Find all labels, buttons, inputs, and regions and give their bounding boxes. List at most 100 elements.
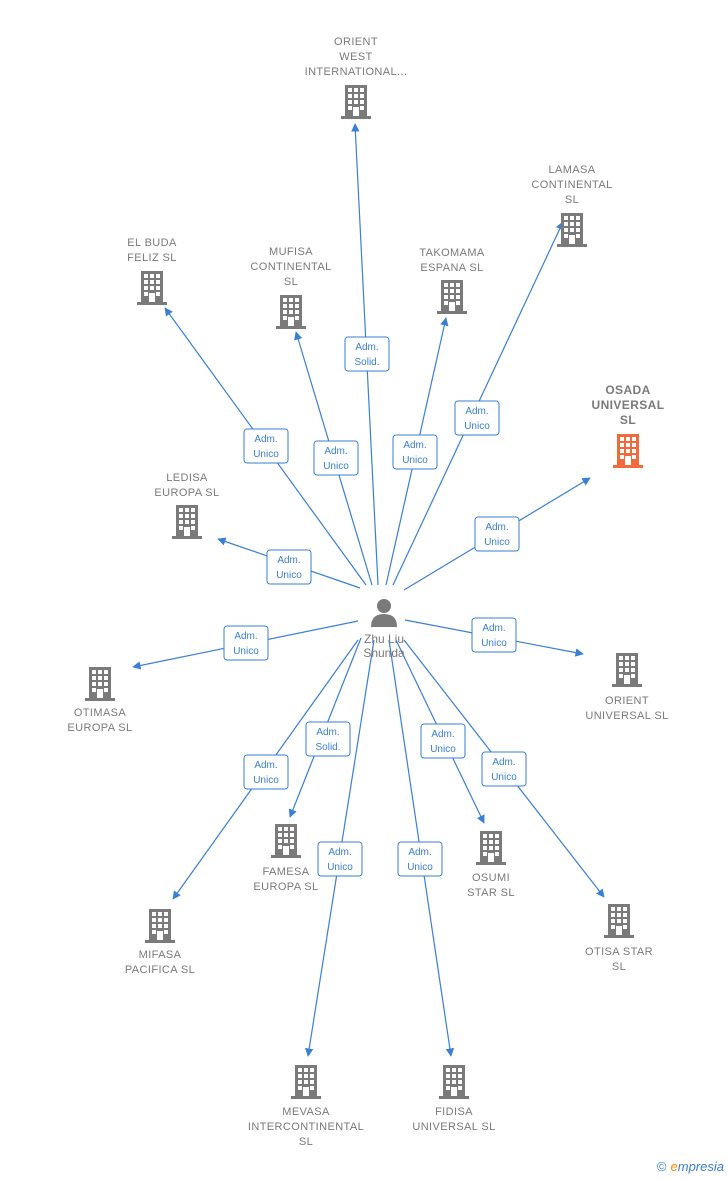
company-label: EUROPA SL <box>154 487 219 499</box>
company-label: MIFASA <box>139 949 182 961</box>
company-label: SL <box>612 961 626 973</box>
role-badge-mufisa[interactable]: Adm. Unico <box>313 440 359 476</box>
company-label: FIDISA <box>435 1106 473 1118</box>
company-node-orient-west[interactable]: ORIENTWESTINTERNATIONAL... <box>305 36 408 119</box>
company-label: FELIZ SL <box>127 252 177 264</box>
company-node-otisa[interactable]: OTISA STAR SL <box>585 904 653 973</box>
role-badge-otisa[interactable]: Adm.Unico <box>481 751 527 787</box>
role-badge-text: Unico <box>233 646 259 657</box>
role-badge-text: Unico <box>430 744 456 755</box>
role-badge-text: Adm. <box>482 623 505 634</box>
building-icon <box>612 653 642 687</box>
role-badge-text: Unico <box>407 862 433 873</box>
company-label: INTERCONTINENTAL <box>248 1121 364 1133</box>
company-node-ledisa[interactable]: LEDISA EUROPA SL <box>154 472 219 539</box>
role-badge-box <box>243 754 289 790</box>
company-label: UNIVERSAL <box>592 398 665 412</box>
role-badge-fidisa[interactable]: Adm.Unico <box>397 841 443 877</box>
company-label: OSUMI <box>472 872 510 884</box>
role-badge-box <box>397 841 443 877</box>
role-badge-text: Adm. <box>465 406 488 417</box>
role-badge-text: Adm. <box>316 727 339 738</box>
company-label: OTISA STAR <box>585 946 653 958</box>
company-node-el-buda[interactable]: EL BUDA FELIZ SL <box>127 237 177 305</box>
role-badge-text: Unico <box>276 570 302 581</box>
company-label: TAKOMAMA <box>419 247 485 259</box>
copyright-symbol: © <box>656 1159 667 1174</box>
role-badge-ledisa[interactable]: Adm. Unico <box>266 549 312 585</box>
role-badge-text: Adm. <box>277 555 300 566</box>
role-badge-box <box>344 336 390 372</box>
role-badge-text: Adm. <box>355 342 378 353</box>
company-label: INTERNATIONAL... <box>305 66 408 78</box>
company-label: OSADA <box>605 383 650 397</box>
building-icon <box>145 909 175 943</box>
building-icon <box>172 505 202 539</box>
company-node-mufisa[interactable]: MUFISA CONTINENTAL SL <box>250 246 331 329</box>
company-node-osumi[interactable]: OSUMI STAR SL <box>467 831 515 899</box>
role-badge-osumi[interactable]: Adm.Unico <box>420 723 466 759</box>
role-badge-box <box>481 751 527 787</box>
company-label: STAR SL <box>467 887 515 899</box>
role-badge-text: Adm. <box>254 760 277 771</box>
building-icon <box>613 434 643 468</box>
brand-logo: empresia <box>670 1159 724 1174</box>
building-icon <box>271 824 301 858</box>
person-icon <box>371 599 397 627</box>
role-badge-mevasa[interactable]: Adm.Unico <box>317 841 363 877</box>
building-icon <box>557 213 587 247</box>
role-badge-box <box>392 434 438 470</box>
role-badge-box <box>223 625 269 661</box>
role-badge-text: Unico <box>253 775 279 786</box>
role-badge-famesa[interactable]: Adm.Solid. <box>305 721 351 757</box>
company-label: CONTINENTAL <box>250 261 331 273</box>
role-badge-orient-universal[interactable]: Adm. Unico <box>471 617 517 653</box>
role-badge-text: Adm. <box>324 446 347 457</box>
role-badge-text: Adm. <box>492 757 515 768</box>
company-label: MUFISA <box>269 246 313 258</box>
building-icon <box>85 667 115 701</box>
role-badge-text: Unico <box>464 421 490 432</box>
role-badge-takomama[interactable]: Adm.Unico <box>392 434 438 470</box>
role-badge-osada[interactable]: Adm.Unico <box>474 516 520 552</box>
role-badge-box <box>266 549 312 585</box>
company-label: LEDISA <box>166 472 208 484</box>
company-label: SL <box>299 1136 313 1148</box>
building-icon <box>341 85 371 119</box>
role-badge-orient-west[interactable]: Adm. Solid. <box>344 336 390 372</box>
role-badge-box <box>454 400 500 436</box>
role-badge-text: Unico <box>323 461 349 472</box>
company-label: EUROPA SL <box>67 722 132 734</box>
role-badge-mifasa[interactable]: Adm. Unico <box>243 754 289 790</box>
role-badge-text: Solid. <box>354 357 379 368</box>
role-badge-text: Unico <box>402 455 428 466</box>
role-badge-otimasa[interactable]: Adm. Unico <box>223 625 269 661</box>
person-label: Shunda <box>363 646 405 660</box>
company-label: EUROPA SL <box>253 881 318 893</box>
role-badge-box <box>313 440 359 476</box>
role-badge-lamasa[interactable]: Adm. Unico <box>454 400 500 436</box>
company-label: CONTINENTAL <box>531 179 612 191</box>
role-badge-box <box>420 723 466 759</box>
building-icon <box>476 831 506 865</box>
role-badge-text: Unico <box>484 537 510 548</box>
company-label: LAMASA <box>548 164 595 176</box>
role-badge-text: Unico <box>481 638 507 649</box>
role-badge-text: Adm. <box>234 631 257 642</box>
role-badge-box <box>471 617 517 653</box>
company-label: EL BUDA <box>127 237 177 249</box>
role-badge-el-buda[interactable]: Adm.Unico <box>243 428 289 464</box>
company-label: SL <box>284 276 298 288</box>
role-badge-text: Unico <box>327 862 353 873</box>
building-icon <box>137 271 167 305</box>
